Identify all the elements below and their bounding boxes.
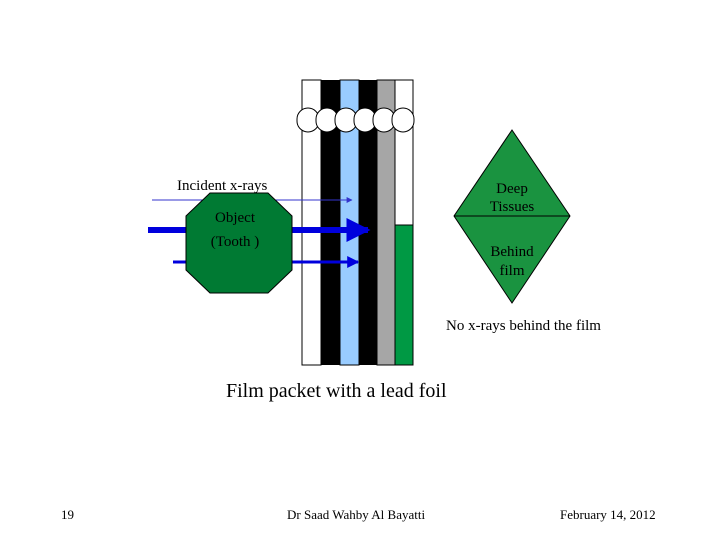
page-number: 19 xyxy=(61,507,74,522)
packet-tabs xyxy=(296,107,415,133)
object-label: Object xyxy=(215,210,255,226)
no-xrays-label: No x-rays behind the film xyxy=(446,318,601,334)
slide-caption: Film packet with a lead foil xyxy=(226,380,447,402)
tissues-label: Tissues xyxy=(489,199,535,215)
film-layer-black-1 xyxy=(321,80,340,365)
footer-date: February 14, 2012 xyxy=(560,507,656,522)
behind-label: Behind xyxy=(490,244,534,260)
deep-label: Deep xyxy=(496,181,528,197)
footer-author: Dr Saad Wahby Al Bayatti xyxy=(287,507,426,522)
object-tooth-octagon xyxy=(185,192,293,294)
tooth-label: (Tooth ) xyxy=(210,234,260,250)
film-label: film xyxy=(499,263,525,279)
lead-foil xyxy=(394,224,414,366)
incident-xrays-label: Incident x-rays xyxy=(177,178,268,194)
film-packet xyxy=(296,79,415,366)
film-layer-white-2 xyxy=(394,79,414,226)
